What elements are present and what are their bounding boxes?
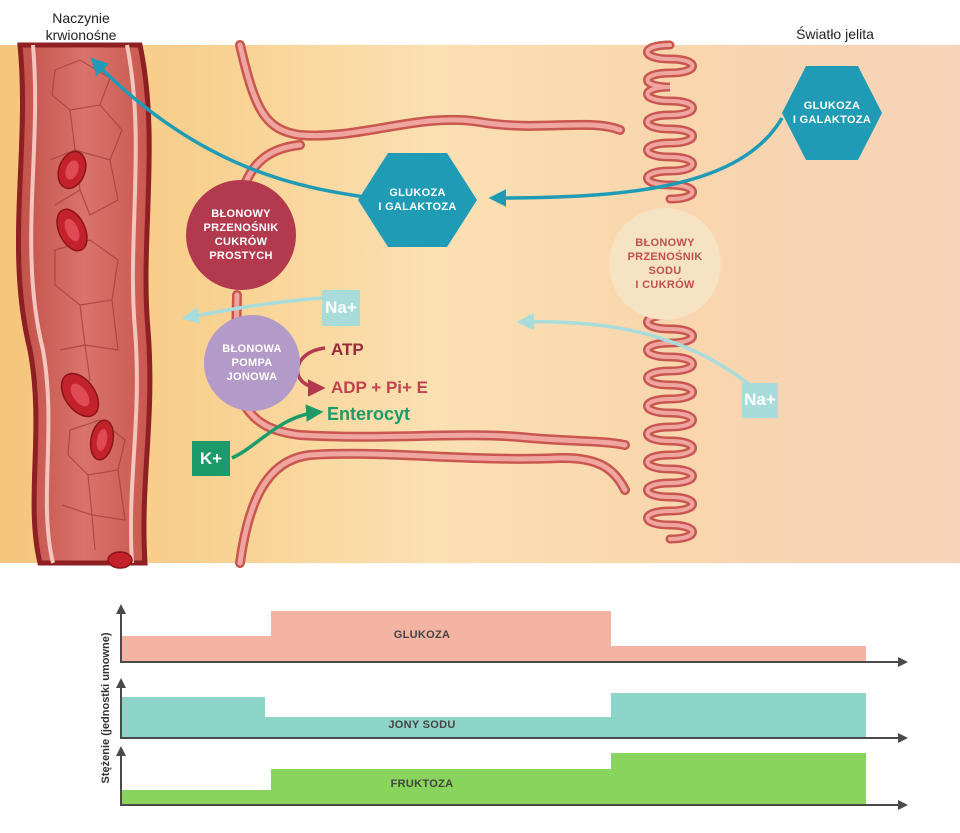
sodium-ion-cell-text: Na+	[325, 298, 357, 317]
sodium-ion-lumen-text: Na+	[744, 390, 776, 409]
sodium-area-segment	[122, 697, 265, 737]
glucose-galactose-hexagon-cell	[358, 153, 477, 247]
glucose-series-label: GLUKOZA	[393, 629, 451, 641]
sodium-exit-arrow	[181, 296, 323, 324]
sodium-area-segment	[265, 717, 611, 737]
sodium-ion-cell	[322, 290, 360, 326]
potassium-ion	[192, 441, 230, 476]
fructose-area-segment	[611, 753, 866, 804]
hexagon-cell-text: GLUKOZA I GALAKTOZA	[378, 187, 457, 213]
glucose-galactose-hexagon-lumen	[782, 66, 882, 160]
sodium-area-segment	[611, 693, 866, 737]
glucose-area-segment	[271, 611, 611, 661]
sodium-series-label: JONY SODU	[388, 719, 456, 731]
ion-pump	[204, 315, 300, 411]
glucose-entry-arrow	[488, 117, 784, 207]
hexagon-lumen-text: GLUKOZA I GALAKTOZA	[792, 100, 872, 126]
potassium-ion-text: K+	[199, 449, 223, 468]
fructose-area-segment	[271, 769, 611, 804]
sodium-sugar-transporter	[609, 208, 721, 320]
glucose-area-segment	[611, 646, 866, 661]
red-blood-cells	[56, 150, 133, 569]
adp-products-label: ADP + Pi+ E	[331, 378, 429, 397]
concentration-chart	[116, 604, 908, 810]
atp-label: ATP	[331, 340, 364, 359]
fructose-area-segment	[122, 790, 271, 804]
glucose-area-segment	[122, 636, 271, 661]
enterocyte-label: Enterocyt	[327, 404, 411, 424]
potassium-entry-arrow	[231, 404, 324, 460]
ion-pump-text: BŁONOWA POMPA JONOWA	[222, 343, 282, 383]
glucose-exit-arrow	[90, 57, 373, 200]
sodium-entry-arrow	[516, 312, 752, 387]
fructose-series-label: FRUKTOZA	[390, 778, 454, 790]
sodium-ion-lumen	[742, 383, 778, 418]
sodium-sugar-transporter-text: BŁONOWY PRZENOŚNIK SODU I CUKRÓW	[627, 237, 703, 291]
intestinal-lumen-label: Światło jelita	[796, 26, 874, 42]
sugar-transporter	[186, 180, 296, 290]
sugar-transporter-text: BŁONOWY PRZENOŚNIK CUKRÓW PROSTYCH	[203, 208, 279, 262]
blood-vessel	[16, 42, 153, 569]
chart-y-axis-label: Stężenie (jednostki umowne)	[100, 632, 112, 784]
blood-vessel-label: Naczynie krwionośne	[45, 10, 117, 43]
